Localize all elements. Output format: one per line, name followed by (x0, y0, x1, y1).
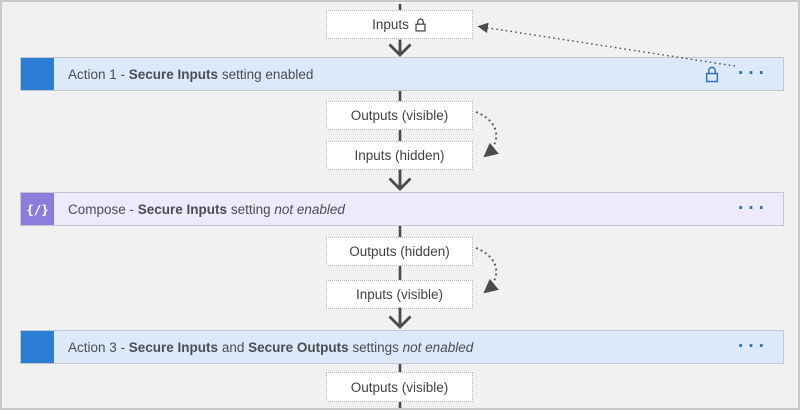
inputs-node-label: Inputs (372, 17, 409, 32)
more-options-button[interactable]: ··· (738, 198, 769, 219)
inputs-hidden-node: Inputs (hidden) (326, 141, 473, 170)
label-segment: not enabled (402, 339, 474, 355)
outputs-to-inputs-curved-arrow-2 (475, 247, 499, 294)
label-segment: Action 3 - (68, 339, 129, 355)
action3-icon (21, 331, 54, 363)
label-segment: settings (348, 339, 403, 355)
label-segment: Secure Inputs (137, 201, 228, 217)
compose-icon: {/} (21, 193, 54, 225)
label-segment: not enabled (274, 201, 345, 217)
label-segment: setting enabled (218, 66, 314, 82)
inputs-visible-node: Inputs (visible) (326, 280, 473, 309)
label-segment: Action 1 - (68, 66, 129, 82)
label-segment: Secure Inputs (128, 339, 219, 355)
compose-card[interactable]: {/} Compose - Secure Inputs setting not … (20, 192, 784, 226)
compose-icon-glyph: {/} (26, 201, 49, 217)
secure-inputs-lock-icon (705, 66, 719, 82)
action1-label: Action 1 - Secure Inputs setting enabled (68, 67, 313, 82)
node-label: Inputs (visible) (355, 287, 444, 302)
more-options-button[interactable]: ··· (738, 336, 769, 357)
action3-card[interactable]: Action 3 - Secure Inputs and Secure Outp… (20, 330, 784, 364)
lock-icon (415, 17, 426, 32)
label-segment: and (218, 339, 249, 355)
label-segment: Secure Inputs (128, 66, 219, 82)
action1-icon (21, 58, 54, 90)
outputs-visible-node-1: Outputs (visible) (326, 101, 473, 130)
outputs-to-inputs-curved-arrow-1 (475, 111, 499, 158)
action1-card[interactable]: Action 1 - Secure Inputs setting enabled… (20, 57, 784, 91)
node-label: Outputs (hidden) (349, 244, 450, 259)
label-segment: setting (227, 201, 275, 217)
inputs-node-top: Inputs (326, 10, 473, 39)
more-options-button[interactable]: ··· (738, 63, 769, 84)
node-label: Outputs (visible) (350, 108, 449, 123)
outputs-visible-node-2: Outputs (visible) (326, 372, 473, 402)
compose-label: Compose - Secure Inputs setting not enab… (68, 202, 345, 217)
label-segment: Secure Outputs (248, 339, 349, 355)
node-label: Inputs (hidden) (354, 148, 445, 163)
node-label: Outputs (visible) (350, 379, 449, 395)
action3-label: Action 3 - Secure Inputs and Secure Outp… (68, 340, 473, 355)
label-segment: Compose - (68, 201, 138, 217)
outputs-hidden-node: Outputs (hidden) (326, 237, 473, 266)
